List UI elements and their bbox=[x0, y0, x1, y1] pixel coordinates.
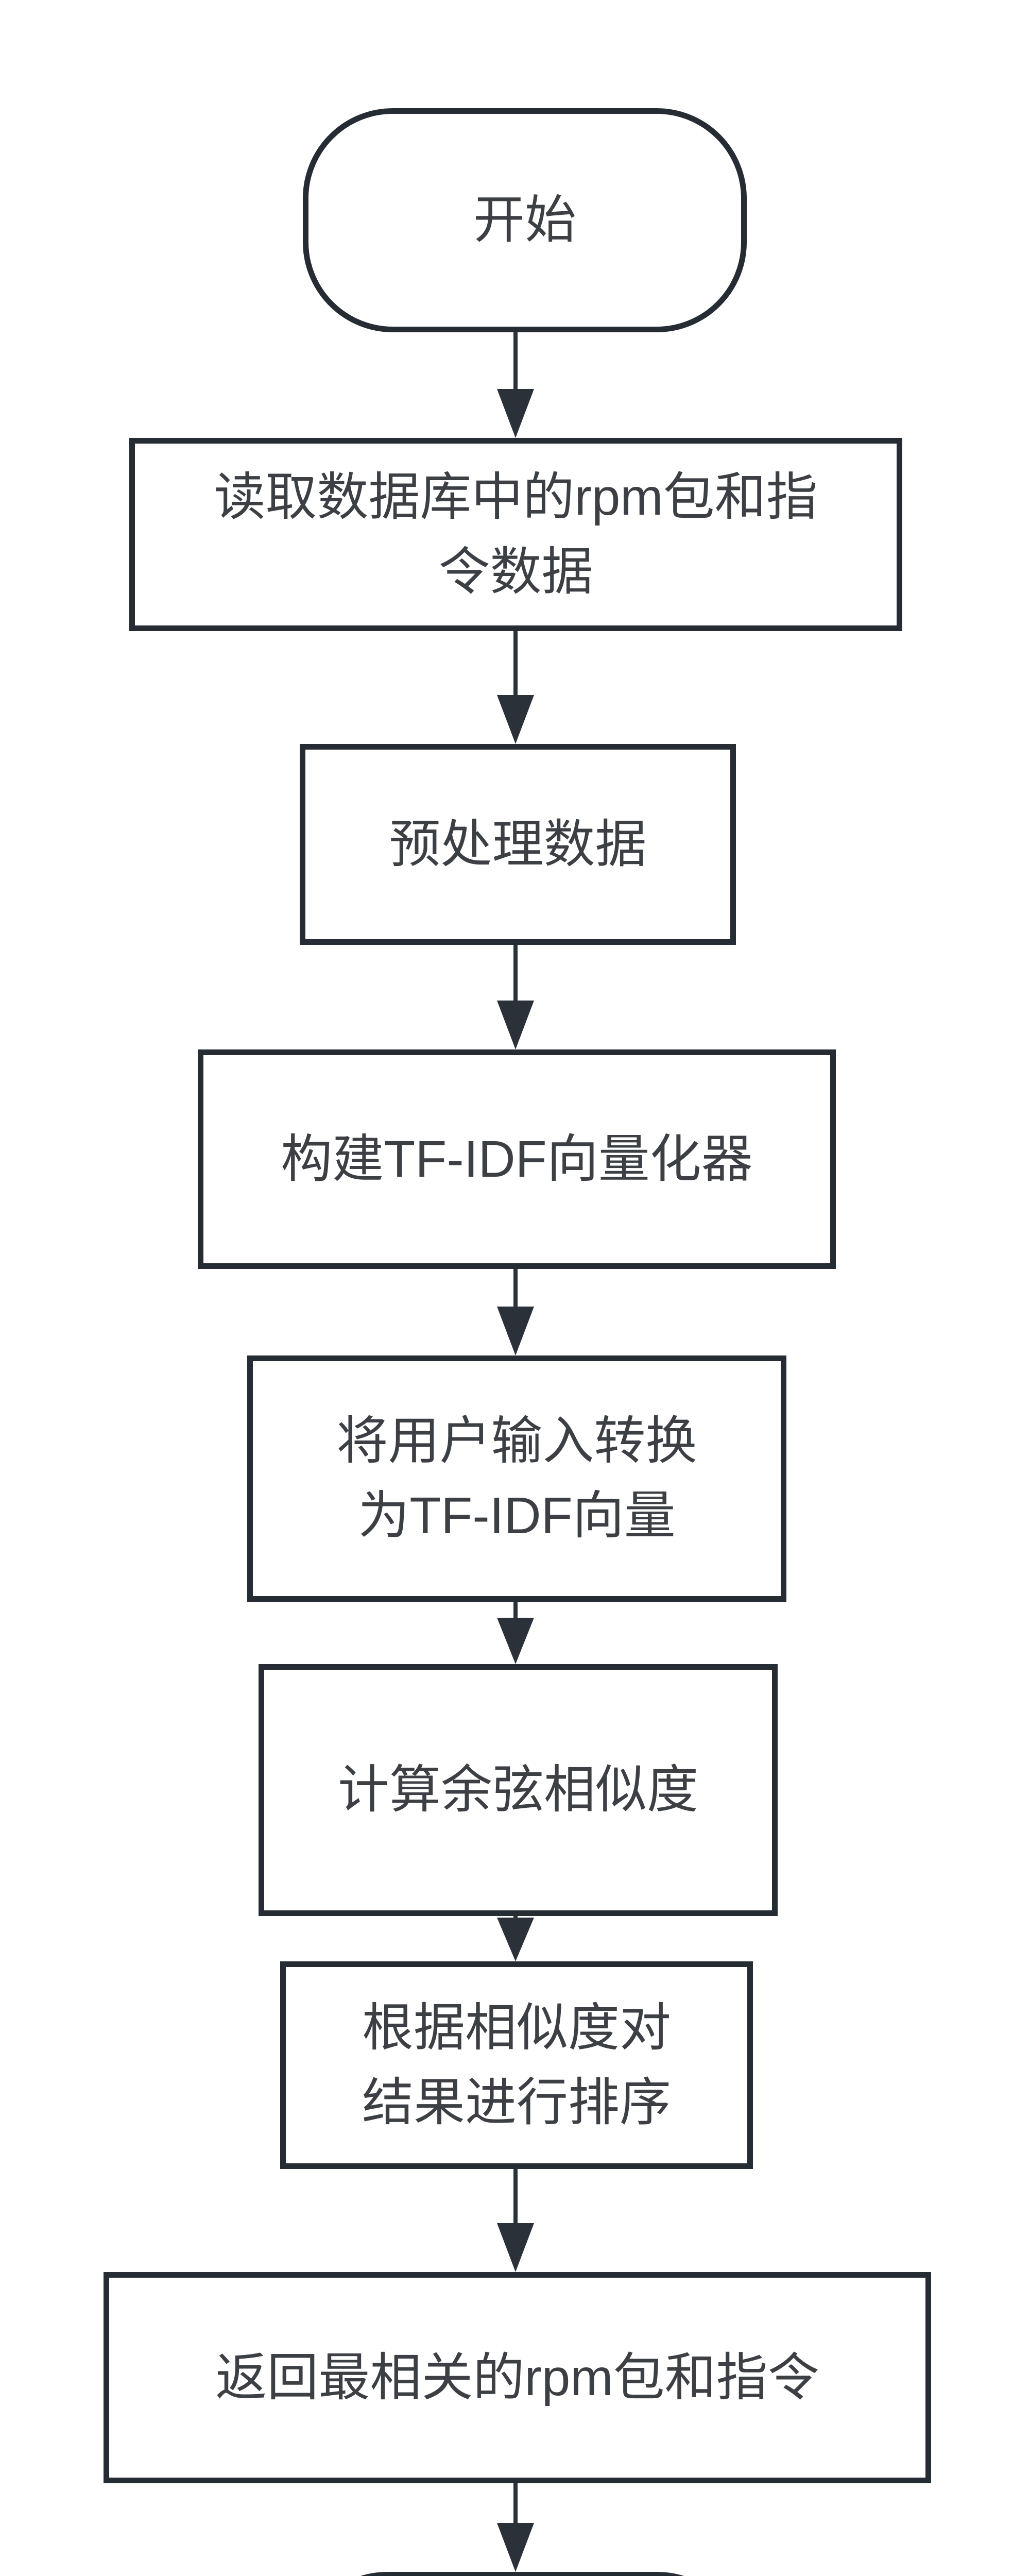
flowchart-node-cosine-similarity: 计算余弦相似度 bbox=[259, 1664, 778, 1916]
arrow-down-icon bbox=[497, 695, 534, 744]
edge-line bbox=[513, 631, 518, 695]
edge-line bbox=[513, 1916, 518, 1918]
arrow-down-icon bbox=[497, 1618, 534, 1664]
edge-line bbox=[513, 2169, 518, 2223]
edge-line bbox=[513, 945, 518, 1001]
arrow-down-icon bbox=[497, 389, 534, 438]
flowchart-node-transform-input: 将用户输入转换 为TF-IDF向量 bbox=[247, 1355, 786, 1602]
arrow-down-icon bbox=[497, 1307, 534, 1355]
arrow-down-icon bbox=[497, 1918, 534, 1961]
arrow-down-icon bbox=[497, 2223, 534, 2272]
arrow-down-icon bbox=[497, 2523, 534, 2572]
flowchart-node-preprocess: 预处理数据 bbox=[300, 744, 736, 945]
edge-line bbox=[513, 1602, 518, 1618]
flowchart-node-return-results: 返回最相关的rpm包和指令 bbox=[104, 2272, 931, 2483]
edge-line bbox=[513, 1269, 518, 1307]
edge-line bbox=[513, 332, 518, 389]
flowchart-node-read-data: 读取数据库中的rpm包和指 令数据 bbox=[129, 438, 902, 631]
flowchart-node-start: 开始 bbox=[303, 108, 747, 332]
edge-line bbox=[513, 2483, 518, 2523]
flowchart-node-build-vectorizer: 构建TF-IDF向量化器 bbox=[198, 1049, 836, 1269]
flowchart-node-sort-results: 根据相似度对 结果进行排序 bbox=[280, 1961, 753, 2169]
arrow-down-icon bbox=[497, 1001, 534, 1049]
flowchart-node-end: 结束 bbox=[297, 2572, 747, 2576]
